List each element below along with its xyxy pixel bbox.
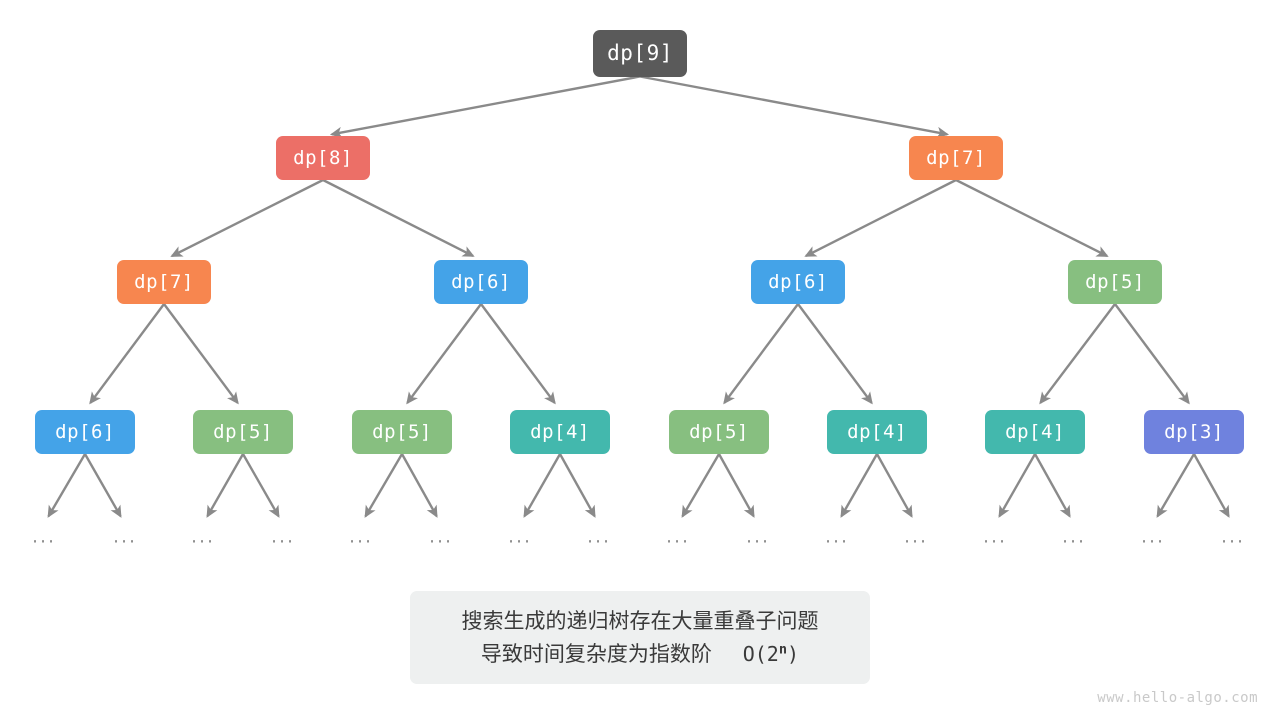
- ellipsis-node: ...: [982, 525, 1008, 548]
- node-label: dp[4]: [847, 421, 907, 443]
- edge-to-n1: [329, 75, 641, 139]
- edge-to-ellipsis-2: [206, 453, 245, 518]
- edge-to-n12: [797, 303, 873, 405]
- node-label: dp[6]: [451, 271, 511, 293]
- node-label: dp[4]: [530, 421, 590, 443]
- edge-to-n13: [1039, 303, 1116, 405]
- edge-to-n14: [1114, 303, 1190, 405]
- edge-to-ellipsis-8: [681, 453, 721, 518]
- ellipsis-node: ...: [586, 525, 612, 548]
- edge-to-ellipsis-15: [1192, 453, 1230, 518]
- edge-to-n4: [322, 178, 475, 258]
- node-label: dp[9]: [607, 41, 673, 65]
- tree-node-dp5-2-3: dp[5]: [1068, 260, 1162, 304]
- ellipsis-node: ...: [348, 525, 374, 548]
- edge-to-ellipsis-7: [558, 453, 596, 518]
- edge-to-n8: [163, 303, 239, 405]
- node-label: dp[6]: [55, 421, 115, 443]
- tree-node-dp4-3-5: dp[4]: [827, 410, 927, 454]
- tree-node-dp7-1-1: dp[7]: [909, 136, 1003, 180]
- node-label: dp[7]: [134, 271, 194, 293]
- edge-to-ellipsis-11: [875, 453, 913, 518]
- node-label: dp[5]: [689, 421, 749, 443]
- complexity-formula: O(2n): [719, 640, 800, 666]
- tree-node-dp5-3-4: dp[5]: [669, 410, 769, 454]
- formula-exponent: n: [778, 640, 788, 657]
- ellipsis-node: ...: [270, 525, 296, 548]
- edge-to-ellipsis-1: [83, 453, 122, 518]
- caption-box: 搜索生成的递归树存在大量重叠子问题 导致时间复杂度为指数阶 O(2n): [410, 591, 870, 684]
- edge-to-ellipsis-0: [47, 453, 87, 518]
- tree-node-dp9-0-0: dp[9]: [593, 29, 687, 77]
- caption-line-2-text: 导致时间复杂度为指数阶: [480, 641, 712, 666]
- edge-to-ellipsis-14: [1156, 453, 1196, 518]
- edge-to-n5: [804, 178, 957, 258]
- edge-to-n10: [480, 303, 556, 405]
- tree-node-dp4-3-3: dp[4]: [510, 410, 610, 454]
- formula-suffix: ): [787, 641, 800, 666]
- ellipsis-node: ...: [428, 525, 454, 548]
- ellipsis-node: ...: [903, 525, 929, 548]
- ellipsis-node: ...: [112, 525, 138, 548]
- edge-to-ellipsis-12: [998, 453, 1037, 518]
- node-label: dp[4]: [1005, 421, 1065, 443]
- ellipsis-node: ...: [31, 525, 57, 548]
- node-label: dp[5]: [372, 421, 432, 443]
- node-label: dp[7]: [926, 147, 986, 169]
- node-label: dp[8]: [293, 147, 353, 169]
- tree-node-dp6-2-1: dp[6]: [434, 260, 528, 304]
- edge-to-n6: [955, 178, 1109, 258]
- tree-node-dp4-3-6: dp[4]: [985, 410, 1085, 454]
- edge-to-ellipsis-5: [400, 453, 438, 518]
- ellipsis-node: ...: [824, 525, 850, 548]
- ellipsis-node: ...: [1140, 525, 1166, 548]
- node-label: dp[5]: [1085, 271, 1145, 293]
- edge-to-ellipsis-4: [364, 453, 404, 518]
- edge-to-ellipsis-3: [241, 453, 280, 518]
- ellipsis-node: ...: [507, 525, 533, 548]
- tree-node-dp3-3-7: dp[3]: [1144, 410, 1244, 454]
- ellipsis-node: ...: [1061, 525, 1087, 548]
- tree-node-dp8-1-0: dp[8]: [276, 136, 370, 180]
- tree-node-dp6-3-0: dp[6]: [35, 410, 135, 454]
- caption-line-2: 导致时间复杂度为指数阶 O(2n): [481, 638, 799, 671]
- ellipsis-node: ...: [665, 525, 691, 548]
- tree-node-dp6-2-2: dp[6]: [751, 260, 845, 304]
- ellipsis-node: ...: [1220, 525, 1246, 548]
- formula-base: O(2: [742, 641, 779, 666]
- edge-to-ellipsis-13: [1033, 453, 1071, 518]
- ellipsis-node: ...: [190, 525, 216, 548]
- edge-to-ellipsis-9: [717, 453, 755, 518]
- node-label: dp[6]: [768, 271, 828, 293]
- edge-to-ellipsis-10: [840, 453, 879, 518]
- node-label: dp[5]: [213, 421, 273, 443]
- edge-to-n7: [89, 303, 165, 405]
- node-label: dp[3]: [1164, 421, 1224, 443]
- caption-line-1: 搜索生成的递归树存在大量重叠子问题: [461, 608, 819, 633]
- tree-node-dp5-3-2: dp[5]: [352, 410, 452, 454]
- tree-node-dp7-2-0: dp[7]: [117, 260, 211, 304]
- tree-node-dp5-3-1: dp[5]: [193, 410, 293, 454]
- edge-to-n3: [170, 178, 324, 258]
- edge-to-n2: [639, 75, 950, 139]
- edge-to-n9: [406, 303, 482, 405]
- edge-to-n11: [723, 303, 799, 405]
- watermark: www.hello-algo.com: [1097, 690, 1258, 706]
- edge-to-ellipsis-6: [523, 453, 562, 518]
- ellipsis-node: ...: [745, 525, 771, 548]
